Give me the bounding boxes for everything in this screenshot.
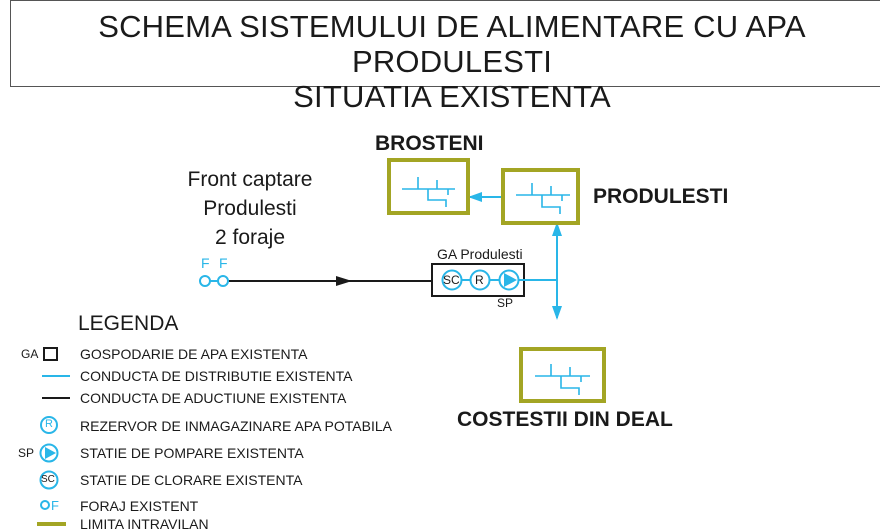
well-symbols xyxy=(199,275,229,287)
costestii-network xyxy=(535,364,590,395)
well-f-label: F xyxy=(219,255,228,271)
produlesti-limit-box xyxy=(501,168,580,225)
legend-title: LEGENDA xyxy=(78,312,179,335)
label-brosteni: BROSTENI xyxy=(375,132,484,155)
well-icon xyxy=(217,275,229,287)
label-costestii: COSTESTII DIN DEAL xyxy=(457,408,673,431)
front-line-3: 2 foraje xyxy=(214,226,286,249)
produlesti-network xyxy=(516,183,570,214)
well-f-label: F xyxy=(201,255,210,271)
sc-symbol-label: SC xyxy=(443,273,460,287)
legend-item-limit: LIMITA INTRAVILAN xyxy=(80,516,209,532)
legend-ga-symbol-text: GA xyxy=(21,347,39,361)
ga-produlesti-label: GA Produlesti xyxy=(437,246,523,262)
brosteni-limit-box xyxy=(387,158,470,215)
costestii-limit-box xyxy=(519,347,606,403)
legend-item-pump: STATIE DE POMPARE EXISTENTA xyxy=(80,445,304,461)
legend-chlorination-icon xyxy=(39,470,59,490)
legend-item-adduction: CONDUCTA DE ADUCTIUNE EXISTENTA xyxy=(80,390,347,406)
well-icon xyxy=(199,275,211,287)
legend-item-ga: GOSPODARIE DE APA EXISTENTA xyxy=(80,346,308,362)
legend-sp-symbol-text: SP xyxy=(18,446,35,460)
chlorination-station-icon xyxy=(441,269,463,291)
adduction-arrow xyxy=(336,276,352,286)
sp-symbol-label: SP xyxy=(497,296,514,310)
legend-f-symbol-text: F xyxy=(51,498,59,513)
reservoir-icon xyxy=(469,269,491,291)
legend-well-icon xyxy=(40,500,50,510)
diagram-subtitle: SITUATIA EXISTENTA xyxy=(293,79,611,114)
legend-sc-symbol-text: SC xyxy=(41,474,55,485)
legend-ga-icon xyxy=(43,347,58,361)
arrow-down-to-costestii xyxy=(552,306,562,320)
legend-r-symbol-text: R xyxy=(45,418,53,430)
r-symbol-label: R xyxy=(475,273,484,287)
legend-item-chlorination: STATIE DE CLORARE EXISTENTA xyxy=(80,472,303,488)
legend-item-well: FORAJ EXISTENT xyxy=(80,498,199,514)
front-line-2: Produlesti xyxy=(203,197,297,220)
arrow-to-brosteni xyxy=(468,192,482,202)
brosteni-network xyxy=(402,177,455,207)
label-produlesti: PRODULESTI xyxy=(593,185,729,208)
legend-item-reservoir: REZERVOR DE INMAGAZINARE APA POTABILA xyxy=(80,418,392,434)
legend-item-distribution: CONDUCTA DE DISTRIBUTIE EXISTENTA xyxy=(80,368,353,384)
title-box: SCHEMA SISTEMULUI DE ALIMENTARE CU APA P… xyxy=(10,0,880,114)
arrow-up-to-produlesti xyxy=(552,222,562,236)
diagram-title: SCHEMA SISTEMULUI DE ALIMENTARE CU APA P… xyxy=(98,9,806,79)
legend-reservoir-icon xyxy=(40,416,58,434)
front-line-1: Front captare xyxy=(187,168,313,191)
front-captare-label: Front captare Produlesti 2 foraje xyxy=(170,165,330,252)
